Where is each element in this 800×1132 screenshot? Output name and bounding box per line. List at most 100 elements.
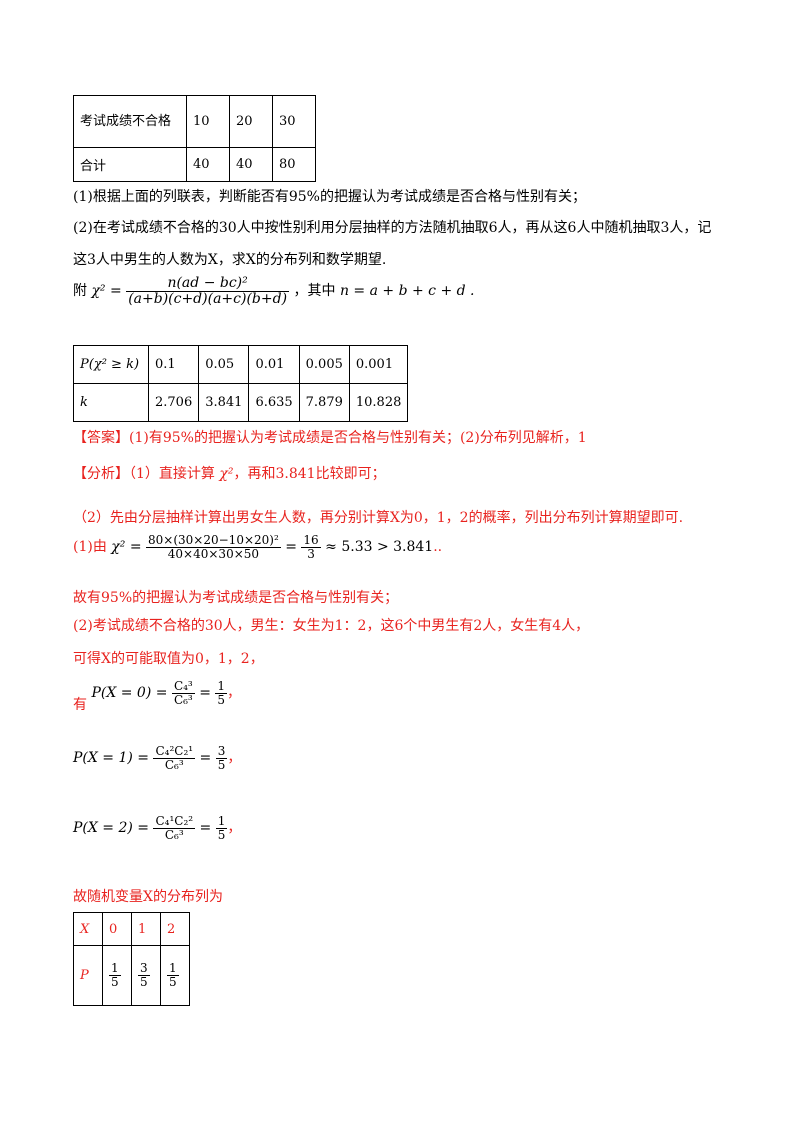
- p2-fraction: C₄¹C₂² C₆³: [153, 814, 196, 842]
- p1-den: C₆³: [164, 757, 184, 772]
- formula-prefix: 附: [73, 283, 87, 300]
- table-cell: 20: [229, 95, 273, 148]
- p0-comma: ，: [227, 685, 242, 702]
- table-cell: 0: [102, 912, 132, 946]
- table-cell: 2: [160, 912, 190, 946]
- solution-step-2: 故有95%的把握认为考试成绩是否合格与性别有关；: [73, 590, 399, 606]
- p1-num: C₄²C₂¹: [153, 744, 196, 759]
- dist-den: 5: [111, 975, 119, 989]
- table-cell: 3 5: [131, 945, 161, 1006]
- p2-lhs: P(X = 2) =: [73, 820, 150, 837]
- analysis-line-1: 【分析】（1）直接计算 χ²，再和3.841比较即可；: [73, 463, 386, 483]
- p1-lhs: P(X = 1) =: [73, 750, 150, 767]
- p0-result: 1 5: [215, 679, 228, 707]
- analysis-line-2: （2）先由分层抽样计算出男女生人数，再分别计算X为0，1，2的概率，列出分布列计…: [73, 510, 684, 526]
- formula-fraction: n(ad − bc)² (a+b)(c+d)(a+c)(b+d): [126, 276, 290, 306]
- table-cell: 10.828: [348, 383, 409, 422]
- table-row: 合计 40 40 80: [73, 147, 316, 182]
- table-cell: P: [73, 945, 103, 1006]
- p2-comma: ，: [227, 820, 242, 837]
- table-cell: 40: [186, 147, 230, 182]
- table-row: 考试成绩不合格 10 20 30: [73, 95, 316, 148]
- table-row: X 0 1 2: [73, 912, 190, 946]
- p0-num: C₄³: [171, 679, 195, 694]
- step1-fraction: 80×(30×20−10×20)² 40×40×30×50: [146, 534, 281, 560]
- p0-prefix: 有: [73, 697, 87, 714]
- distribution-table: X 0 1 2 P 1 5 3 5 1 5: [73, 912, 190, 1006]
- table-cell: 80: [272, 147, 316, 182]
- table-cell: k: [73, 383, 149, 422]
- dist-fraction: 3 5: [138, 962, 150, 988]
- dist-den: 5: [140, 975, 148, 989]
- table-cell: 7.879: [298, 383, 350, 422]
- p2-equals: =: [199, 820, 212, 837]
- step1-prefix: (1)由: [73, 539, 107, 556]
- table-cell: 0.05: [198, 345, 250, 384]
- chi-square-formula: 附 χ² = n(ad − bc)² (a+b)(c+d)(a+c)(b+d) …: [73, 276, 475, 306]
- p2-result: 1 5: [215, 814, 228, 842]
- analysis-text-1a: （1）直接计算: [129, 466, 215, 482]
- solution-step-4: 可得X的可能取值为0，1，2，: [73, 651, 264, 667]
- table-cell: 6.635: [248, 383, 300, 422]
- step1-result-num: 16: [301, 533, 321, 548]
- p0-result-num: 1: [215, 679, 228, 694]
- dist-num: 1: [167, 961, 179, 976]
- step1-equals: =: [285, 539, 297, 556]
- p0-equals: =: [199, 685, 211, 702]
- solution-step-3: (2)考试成绩不合格的30人，男生：女生为1：2，这6个中男生有2人，女生有4人…: [73, 618, 590, 634]
- table-cell: 0.005: [298, 345, 350, 384]
- p2-result-num: 1: [215, 814, 228, 829]
- table-cell: 2.706: [147, 383, 200, 422]
- solution-step-1: (1)由 χ² = 80×(30×20−10×20)² 40×40×30×50 …: [73, 534, 442, 560]
- p0-result-den: 5: [217, 692, 226, 707]
- p1-equals: =: [199, 750, 212, 767]
- p0-lhs: P(X = 0) =: [91, 685, 168, 702]
- p2-result-den: 5: [217, 827, 226, 842]
- p1-comma: ，: [227, 750, 242, 767]
- formula-middle: ，其中: [293, 283, 336, 300]
- answer-line: 【答案】(1)有95%的把握认为考试成绩是否合格与性别有关；(2)分布列见解析，…: [73, 427, 587, 447]
- step1-tail: ≈ 5.33 > 3.841: [325, 539, 434, 556]
- step1-numerator: 80×(30×20−10×20)²: [146, 533, 281, 548]
- critical-value-table: P(χ² ≥ k) 0.1 0.05 0.01 0.005 0.001 k 2.…: [73, 345, 409, 422]
- p0-fraction: C₄³ C₆³: [171, 679, 195, 707]
- question-2-line-2: 这3人中男生的人数为X，求X的分布列和数学期望.: [73, 252, 387, 268]
- table-cell: 40: [229, 147, 273, 182]
- table-cell: 3.841: [198, 383, 250, 422]
- contingency-table: 考试成绩不合格 10 20 30 合计 40 40 80: [73, 95, 316, 182]
- table-cell: 0.01: [248, 345, 300, 384]
- distribution-intro: 故随机变量X的分布列为: [73, 889, 223, 905]
- table-row: k 2.706 3.841 6.635 7.879 10.828: [73, 383, 409, 422]
- table-cell: 1 5: [102, 945, 132, 1006]
- table-cell: 合计: [73, 147, 187, 182]
- table-row: P(χ² ≥ k) 0.1 0.05 0.01 0.005 0.001: [73, 345, 409, 384]
- step1-denominator: 40×40×30×50: [167, 546, 260, 561]
- table-cell: 10: [186, 95, 230, 148]
- step1-end: ..: [433, 539, 443, 556]
- formula-numerator: n(ad − bc)²: [126, 276, 290, 292]
- question-2-line-1: (2)在考试成绩不合格的30人中按性别利用分层抽样的方法随机抽取6人，再从这6人…: [73, 220, 712, 236]
- analysis-text-1b: ，再和3.841比较即可；: [233, 466, 386, 482]
- probability-x0: 有 P(X = 0) = C₄³ C₆³ = 1 5 ，: [73, 679, 242, 713]
- dist-fraction: 1 5: [167, 962, 179, 988]
- table-cell: X: [73, 912, 103, 946]
- p2-num: C₄¹C₂²: [153, 814, 196, 829]
- dist-fraction: 1 5: [109, 962, 121, 988]
- table-cell: 1: [131, 912, 161, 946]
- step1-result-den: 3: [307, 546, 315, 561]
- question-1: (1)根据上面的列联表，判断能否有95%的把握认为考试成绩是否合格与性别有关；: [73, 189, 586, 205]
- dist-den: 5: [169, 975, 177, 989]
- p1-result-num: 3: [215, 744, 228, 759]
- answer-text: (1)有95%的把握认为考试成绩是否合格与性别有关；(2)分布列见解析，1: [129, 430, 587, 446]
- step1-lhs: χ² =: [111, 539, 142, 556]
- probability-x2: P(X = 2) = C₄¹C₂² C₆³ = 1 5 ，: [73, 815, 241, 841]
- p1-result-den: 5: [217, 757, 226, 772]
- table-cell: 考试成绩不合格: [73, 95, 187, 148]
- answer-label: 【答案】: [73, 430, 129, 446]
- table-row: P 1 5 3 5 1 5: [73, 945, 190, 1006]
- p0-den: C₆³: [173, 692, 193, 707]
- p1-fraction: C₄²C₂¹ C₆³: [153, 744, 196, 772]
- step1-result-fraction: 16 3: [301, 533, 321, 561]
- p2-den: C₆³: [164, 827, 184, 842]
- table-cell: P(χ² ≥ k): [73, 345, 149, 384]
